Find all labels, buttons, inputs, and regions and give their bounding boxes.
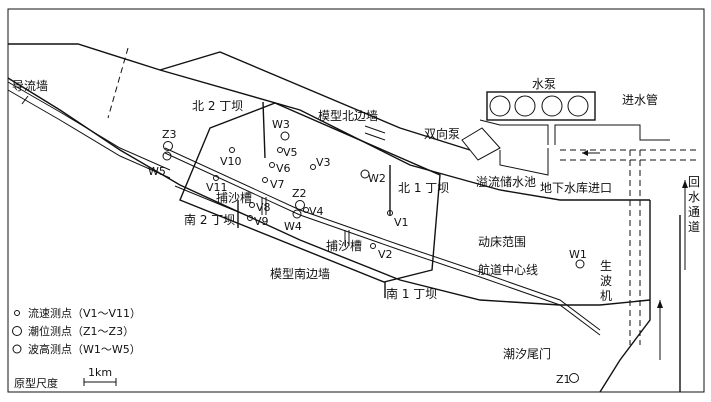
legend-wave-icon	[12, 344, 22, 354]
velocity-stations	[213, 147, 393, 249]
guide-wall-hatch	[21, 95, 29, 105]
label-v4: V4	[309, 205, 324, 218]
legend-velocity-icon	[14, 310, 20, 316]
arrow-1-head	[582, 150, 588, 156]
wave-stations	[162, 131, 585, 269]
groyne-s2-label: 南 2 丁坝	[184, 212, 235, 227]
station-v11	[213, 175, 219, 181]
legend-wave: 波高测点（W1～W5）	[28, 342, 141, 356]
label-v10: V10	[220, 155, 242, 168]
legend: 流速测点（V1～V11） 潮位测点（Z1～Z3） 波高测点（W1～W5）	[12, 306, 141, 356]
reservoir-inlet-label: 地下水库进口	[540, 180, 612, 195]
channel-line-2	[164, 152, 601, 336]
station-v10	[229, 147, 235, 153]
channel-line-1	[164, 147, 601, 331]
guide-wall-2	[7, 89, 171, 179]
guide-wall-1	[7, 81, 171, 171]
south-wall-label: 模型南边墙	[270, 266, 330, 281]
return-arrow-head	[682, 180, 688, 188]
mobile-bed-label: 动床范围	[478, 235, 526, 249]
label-w3: W3	[272, 118, 290, 131]
north-wall-label: 模型北边墙	[318, 109, 378, 123]
station-v2	[370, 243, 376, 249]
label-v7: V7	[270, 178, 285, 191]
return-channel-left	[599, 200, 651, 393]
legend-velocity: 流速测点（V1～V11）	[28, 306, 141, 320]
overflow-tank	[499, 148, 549, 176]
label-z3: Z3	[162, 128, 177, 141]
station-v8	[249, 202, 255, 208]
pump-frame	[486, 91, 596, 121]
frame	[7, 8, 705, 393]
north-boundary	[8, 43, 650, 201]
label-w5: W5	[148, 165, 166, 178]
mobile-bed-area	[179, 102, 441, 283]
station-v1	[387, 210, 393, 216]
wave-maker-label: 生 波 机	[600, 259, 616, 303]
arrow-3	[364, 132, 386, 141]
label-v8: V8	[256, 201, 271, 214]
station-z2	[295, 200, 305, 210]
label-v1: V1	[394, 216, 409, 229]
label-v2: V2	[378, 248, 393, 261]
inlet-pipe-label: 进水管	[622, 92, 658, 107]
label-w1: W1	[569, 248, 587, 261]
pump-3	[541, 95, 563, 117]
station-z1	[569, 373, 579, 383]
label-v11: V11	[206, 181, 228, 194]
label-v9: V9	[254, 215, 269, 228]
station-w2	[360, 169, 370, 179]
station-w5	[162, 151, 172, 161]
pump-4	[567, 95, 589, 117]
arrow-2	[364, 125, 386, 134]
station-z3	[163, 141, 173, 151]
legend-tide: 潮位测点（Z1～Z3）	[28, 324, 134, 338]
tide-stations	[163, 141, 579, 383]
bidirectional-pump-label: 双向泵	[424, 126, 460, 141]
pump-2	[514, 95, 536, 117]
return-channel-label: 回 水 通 道	[688, 175, 704, 234]
pump-pipe-right	[554, 124, 670, 145]
station-v5	[277, 147, 283, 153]
overflow-tank-label: 溢流储水池	[476, 174, 536, 189]
station-w3	[280, 131, 290, 141]
bidirectional-pump	[461, 127, 501, 161]
station-v3	[310, 164, 316, 170]
station-v6	[269, 162, 275, 168]
label-v6: V6	[276, 162, 291, 175]
guide-wall-label: 导流墙	[12, 79, 48, 93]
station-v9	[247, 215, 253, 221]
sand-trap-1-label: 捕沙槽	[216, 190, 252, 205]
label-w2: W2	[368, 172, 386, 185]
groyne-n1-label: 北 1 丁坝	[398, 181, 449, 195]
station-v4	[303, 207, 309, 213]
pump-pipe-left	[479, 119, 549, 145]
station-v7	[262, 177, 268, 183]
groyne-s1-label: 南 1 丁坝	[386, 286, 437, 301]
channel-center-label: 航道中心线	[478, 262, 538, 277]
label-v3: V3	[316, 156, 331, 169]
pump-1	[489, 95, 511, 117]
groyne-n2-label: 北 2 丁坝	[192, 99, 243, 113]
station-w1	[575, 259, 585, 269]
scale-value: 1km	[88, 366, 112, 379]
dashed-division	[107, 47, 129, 119]
groyne-s2-top	[174, 185, 249, 217]
tide-gate-label: 潮汐尾门	[503, 346, 551, 361]
station-w4	[292, 209, 302, 219]
label-z1: Z1	[556, 373, 571, 386]
groyne-n2	[262, 101, 266, 159]
label-z2: Z2	[292, 187, 307, 200]
label-v5: V5	[283, 146, 298, 159]
north-wall-outer	[159, 51, 471, 151]
pumps-label: 水泵	[532, 77, 556, 91]
label-w4: W4	[284, 220, 302, 233]
scale-label: 原型尺度	[14, 376, 58, 390]
up-arrow-head	[657, 300, 663, 308]
legend-tide-icon	[12, 326, 22, 336]
sand-trap-2-label: 捕沙槽	[326, 238, 362, 253]
